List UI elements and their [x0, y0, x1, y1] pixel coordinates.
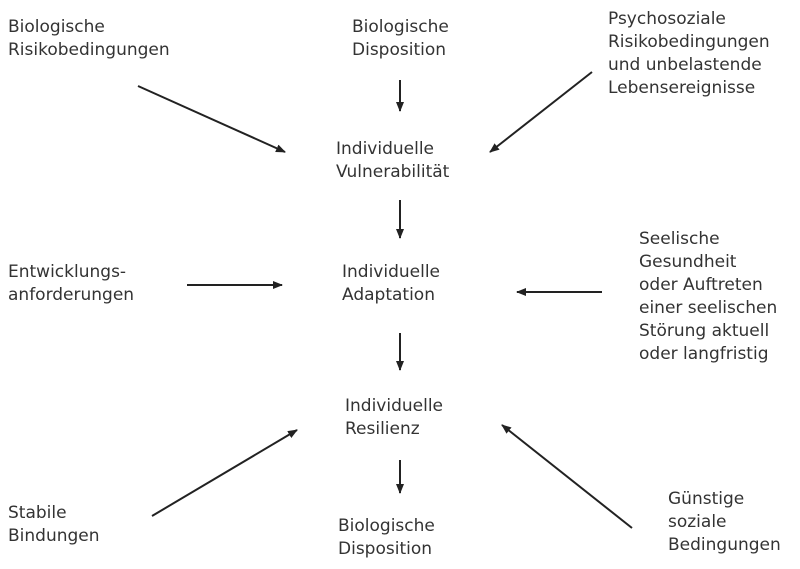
node-development-requirements: Entwicklungs- anforderungen: [8, 262, 135, 305]
node-mental-health-or-disorder: Seelische Gesundheit oder Auftreten eine…: [639, 229, 778, 364]
node-individual-vulnerability: Individuelle Vulnerabilität: [336, 139, 450, 182]
node-psychosocial-risk-conditions: Psychosoziale Risikobedingungen und unbe…: [608, 9, 770, 98]
node-biological-risk-conditions: Biologische Risikobedingungen: [8, 17, 170, 60]
node-individual-adaptation: Individuelle Adaptation: [342, 262, 441, 305]
arrow-bindings-to-resilience: [151, 429, 298, 517]
node-biological-disposition-bottom: Biologische Disposition: [338, 516, 435, 559]
arrow-social-to-resilience: [501, 424, 633, 529]
node-favorable-social-conditions: Günstige soziale Bedingungen: [668, 489, 781, 555]
node-biological-disposition-top: Biologische Disposition: [352, 17, 449, 60]
arrow-bio-risk-to-vulnerability: [137, 85, 286, 153]
node-stable-bindings: Stabile Bindungen: [8, 503, 100, 546]
node-individual-resilience: Individuelle Resilienz: [345, 396, 444, 439]
arrow-psycho-risk-to-vulnerability: [489, 71, 593, 153]
